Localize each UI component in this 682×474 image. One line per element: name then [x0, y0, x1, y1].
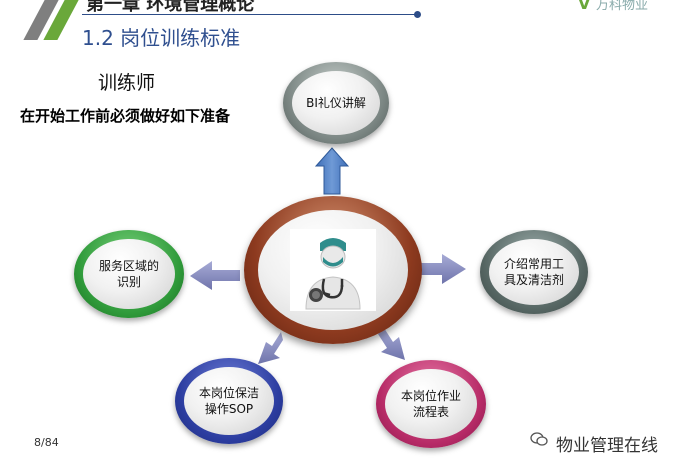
node-sop: 本岗位保洁 操作SOP [175, 358, 283, 444]
node-bi-etiquette: BI礼仪讲解 [283, 62, 389, 144]
company-logo-icon: V [578, 0, 591, 13]
header-divider-dot [414, 11, 421, 18]
node-tools-line1: 介绍常用工 [503, 257, 564, 271]
role-title: 训练师 [98, 72, 156, 94]
node-sop-line1: 本岗位保洁 [198, 386, 259, 400]
prep-instruction: 在开始工作前必须做好如下准备 [20, 107, 231, 125]
company-logo-text: 万科物业 [596, 0, 649, 13]
watermark-text: 物业管理在线 [556, 436, 658, 456]
node-workflow-line1: 本岗位作业 [400, 389, 461, 403]
arrow-down-left [258, 332, 283, 364]
chapter-title: 第一章 环境管理概论 [86, 0, 255, 15]
doctor-stethoscope-icon [290, 229, 376, 311]
node-workflow-line2: 流程表 [412, 405, 449, 419]
node-tools-line2: 具及清洁剂 [503, 273, 564, 287]
node-service-area: 服务区域的 识别 [74, 230, 184, 318]
page-number: 8/84 [34, 436, 59, 449]
node-bi-label: BI礼仪讲解 [292, 71, 380, 135]
section-title: 1.2 岗位训练标准 [82, 26, 241, 50]
node-service-area-line1: 服务区域的 [98, 259, 159, 273]
arrow-up [314, 147, 350, 195]
node-workflow: 本岗位作业 流程表 [376, 360, 486, 448]
node-service-area-line2: 识别 [116, 275, 141, 289]
node-sop-line2: 操作SOP [204, 402, 254, 416]
node-tools: 介绍常用工 具及清洁剂 [480, 230, 588, 314]
wechat-icon [530, 432, 548, 446]
arrow-down-right [378, 328, 405, 360]
arrow-left [190, 261, 240, 290]
node-center-trainer [244, 196, 422, 344]
arrow-right [420, 254, 466, 284]
header-divider [82, 14, 416, 15]
